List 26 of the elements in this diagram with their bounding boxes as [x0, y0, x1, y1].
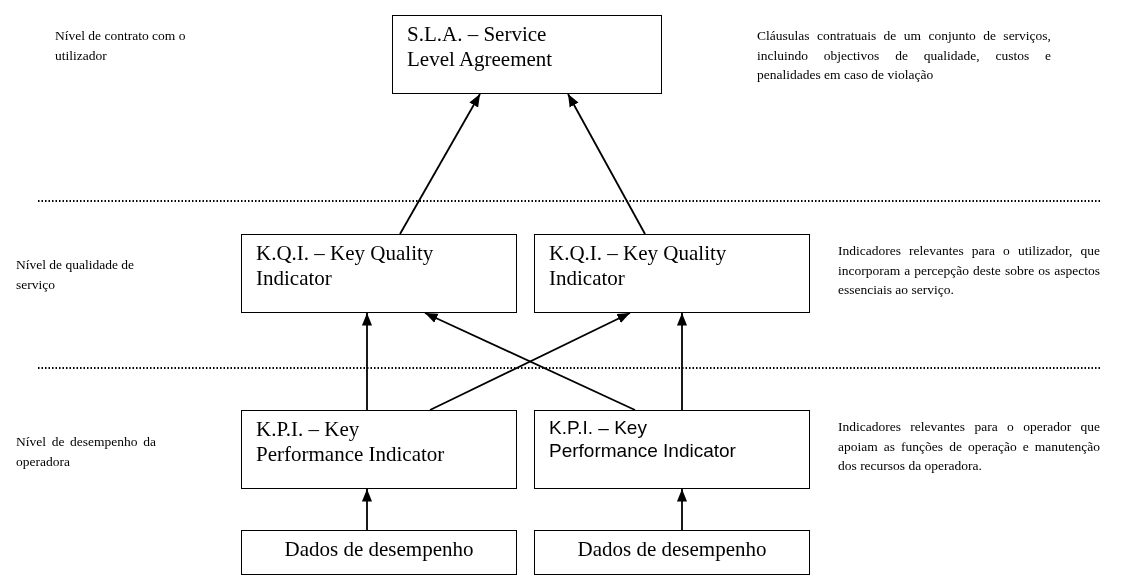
process-box	[241, 234, 517, 313]
box-text: S.L.A. – Service Level Agreement	[407, 22, 554, 73]
arrow	[676, 488, 688, 531]
arrow	[361, 488, 373, 531]
process-box	[534, 234, 810, 313]
box-text: K.Q.I. – Key Quality Indicator	[549, 241, 728, 292]
box-text: K.Q.I. – Key Quality Indicator	[256, 241, 435, 292]
arrow	[361, 312, 373, 411]
process-box	[241, 410, 517, 489]
box-text: K.P.I. – Key Performance Indicator	[549, 417, 737, 463]
level-label: Nível de contrato com o utilizador	[55, 27, 187, 65]
process-box	[392, 15, 662, 94]
arrow	[567, 93, 646, 235]
arrow	[399, 93, 481, 235]
level-label: Nível de desempenho da operadora	[16, 433, 156, 471]
process-box	[534, 530, 810, 575]
description-text: Indicadores relevantes para o operador que apoiam as funções de operação e manutenção dos recursos da operadora.	[838, 418, 1100, 476]
process-box	[241, 530, 517, 575]
box-text: Dados de desempenho	[283, 537, 475, 563]
description-text: Indicadores relevantes para o utilizador, que incorporam a percepção deste sobre os aspectos essenciais ao serviço.	[838, 242, 1100, 300]
arrow	[676, 312, 688, 411]
box-text: K.P.I. – Key Performance Indicator	[256, 417, 446, 468]
level-label: Nível de qualidade de serviço	[16, 256, 136, 294]
description-text: Cláusulas contratuais de um conjunto de serviços, incluindo objectivos de qualidade, custos e penalidades em caso de violação	[757, 27, 1051, 85]
box-text: Dados de desempenho	[576, 537, 768, 563]
process-box	[534, 410, 810, 489]
